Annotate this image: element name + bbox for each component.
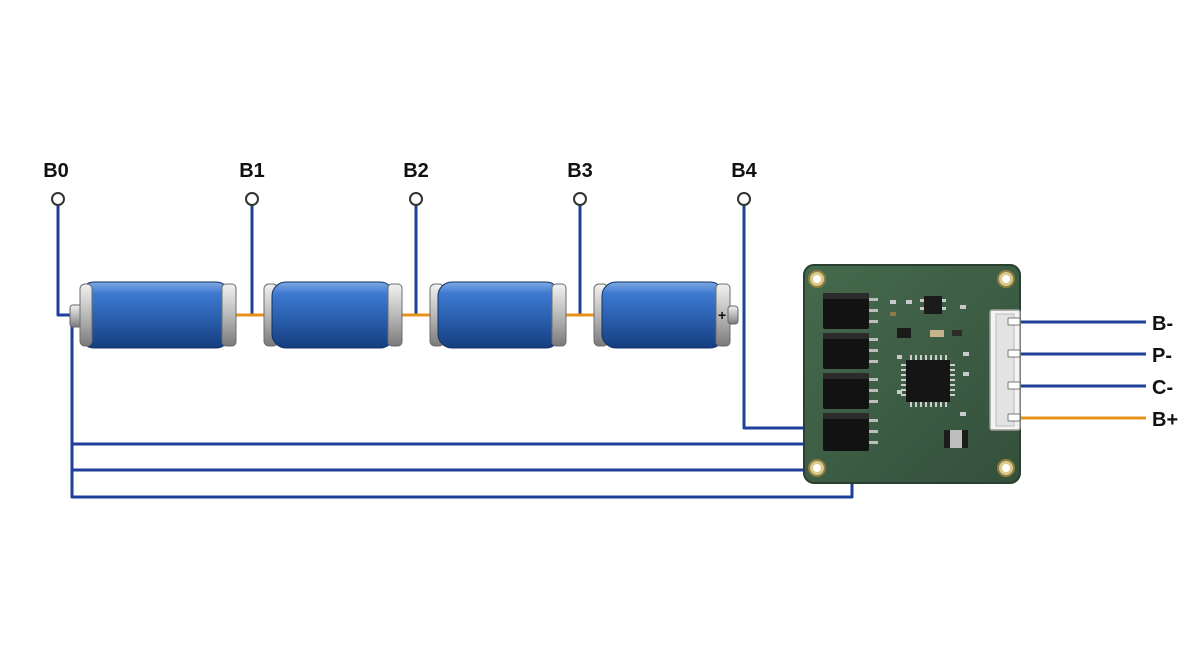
tap-label-b0: B0: [43, 160, 69, 182]
mosfet-chip-icon: [823, 413, 878, 451]
battery-cell-4: +: [593, 281, 739, 349]
mosfet-chip-icon: [823, 333, 878, 369]
tap-terminals: [51, 192, 751, 206]
battery-cell-1: [69, 281, 237, 349]
terminal-ring-icon: [51, 192, 65, 206]
tap-label-b2: B2: [403, 160, 429, 182]
mounting-holes: [808, 270, 1015, 477]
wire-b0-tap: [56, 199, 78, 317]
mosfet-array: [823, 293, 878, 451]
output-label-pminus: P-: [1152, 345, 1172, 367]
terminal-ring-icon: [573, 192, 587, 206]
tap-label-b1: B1: [239, 160, 265, 182]
terminal-ring-icon: [737, 192, 751, 206]
mosfet-chip-icon: [823, 293, 878, 329]
tap-label-b3: B3: [567, 160, 593, 182]
cell-4-positive-mark: +: [718, 307, 726, 323]
bms-board: [803, 264, 1021, 484]
battery-cell-3: [429, 281, 567, 349]
wiring: [56, 199, 1146, 499]
output-label-bminus: B-: [1152, 313, 1173, 335]
bms-controller-ic-icon: [901, 355, 955, 407]
output-connector-icon: [989, 309, 1021, 431]
wire-b4-to-board: [742, 315, 806, 430]
tap-labels: B0 B1 B2 B3 B4: [43, 160, 757, 182]
tap-label-b4: B4: [731, 160, 757, 182]
battery-cell-2: [263, 281, 403, 349]
mosfet-chip-icon: [823, 373, 878, 409]
output-labels: B- P- C- B+: [1152, 313, 1178, 431]
smd-components: [890, 296, 969, 448]
output-label-bplus: B+: [1152, 409, 1178, 431]
terminal-ring-icon: [245, 192, 259, 206]
terminal-ring-icon: [409, 192, 423, 206]
output-label-cminus: C-: [1152, 377, 1173, 399]
